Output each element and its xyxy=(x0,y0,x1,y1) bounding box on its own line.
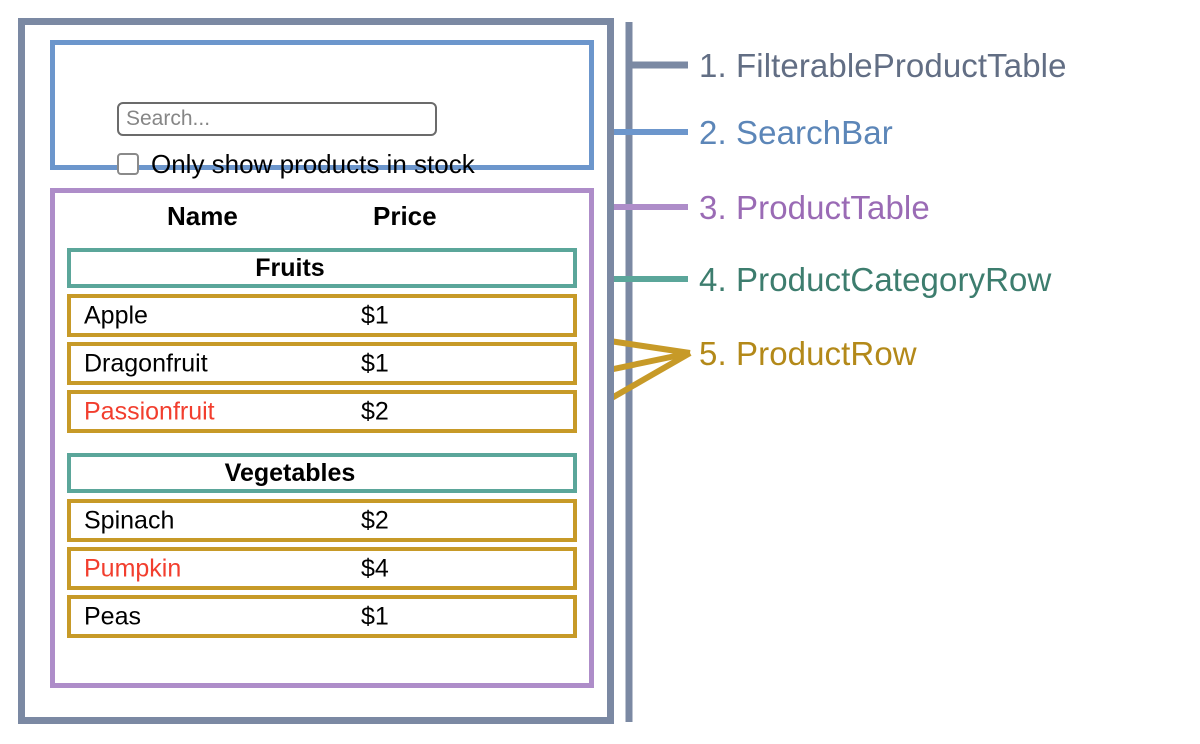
only-in-stock-label: Only show products in stock xyxy=(151,149,475,179)
search-input[interactable] xyxy=(117,102,437,136)
legend-item-product-row: 5. ProductRow xyxy=(699,337,917,370)
product-price: $1 xyxy=(361,301,389,329)
product-row: Passionfruit $2 xyxy=(67,390,577,433)
legend-item-product-category-row: 4. ProductCategoryRow xyxy=(699,263,1051,296)
legend-number: 2. xyxy=(699,114,736,151)
product-row: Pumpkin $4 xyxy=(67,547,577,590)
group-spacer xyxy=(67,438,577,453)
legend-item-search-bar: 2. SearchBar xyxy=(699,116,893,149)
legend-number: 3. xyxy=(699,189,736,226)
product-price: $2 xyxy=(361,397,389,425)
legend-number: 4. xyxy=(699,261,736,298)
column-header-name: Name xyxy=(167,201,238,231)
legend-item-product-table: 3. ProductTable xyxy=(699,191,930,224)
product-name: Dragonfruit xyxy=(84,349,208,377)
stock-filter-row[interactable]: Only show products in stock xyxy=(117,151,475,177)
only-in-stock-checkbox[interactable] xyxy=(117,153,139,175)
product-category-row: Fruits xyxy=(67,248,577,288)
product-price: $4 xyxy=(361,554,389,582)
search-bar: Only show products in stock xyxy=(50,40,594,177)
product-price: $1 xyxy=(361,602,389,630)
legend-label: ProductCategoryRow xyxy=(736,261,1052,298)
product-category-row: Vegetables xyxy=(67,453,577,493)
product-price: $2 xyxy=(361,506,389,534)
product-table: Name Price Fruits Apple $1 Dragonfruit $… xyxy=(50,188,594,688)
product-name: Peas xyxy=(84,602,141,630)
legend-item-filterable-product-table: 1. FilterableProductTable xyxy=(699,49,1067,82)
legend-label: SearchBar xyxy=(736,114,893,151)
product-price: $1 xyxy=(361,349,389,377)
legend-label: ProductRow xyxy=(736,335,917,372)
column-header-price: Price xyxy=(373,201,437,231)
product-name: Spinach xyxy=(84,506,175,534)
product-name: Pumpkin xyxy=(84,554,182,582)
filterable-product-table: Only show products in stock Name Price F… xyxy=(18,18,614,724)
legend-number: 1. xyxy=(699,47,736,84)
legend-label: FilterableProductTable xyxy=(736,47,1067,84)
product-category-label: Fruits xyxy=(255,253,325,282)
product-name: Passionfruit xyxy=(84,397,215,425)
legend-number: 5. xyxy=(699,335,736,372)
product-row: Peas $1 xyxy=(67,595,577,638)
product-table-header: Name Price xyxy=(55,201,589,241)
product-category-label: Vegetables xyxy=(224,458,356,487)
product-row: Apple $1 xyxy=(67,294,577,337)
product-row: Spinach $2 xyxy=(67,499,577,542)
product-table-body: Fruits Apple $1 Dragonfruit $1 Passionfr… xyxy=(67,248,577,643)
product-name: Apple xyxy=(84,301,148,329)
legend-label: ProductTable xyxy=(736,189,930,226)
product-row: Dragonfruit $1 xyxy=(67,342,577,385)
